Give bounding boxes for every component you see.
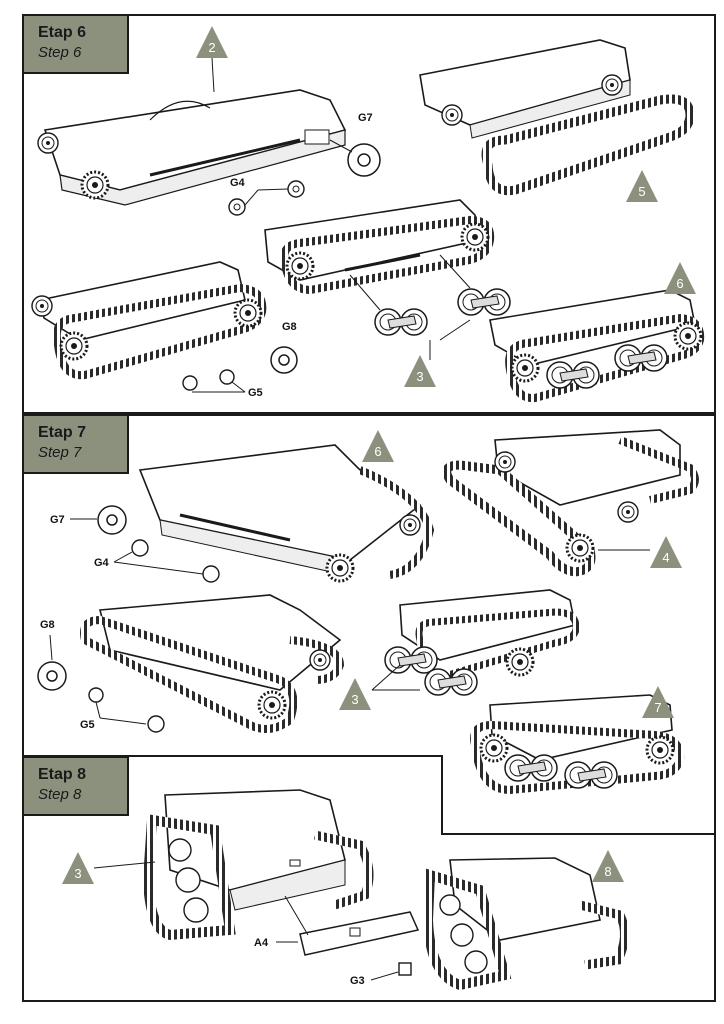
step6-loose-parts: G7 G4 xyxy=(228,112,381,216)
step8-parts: A4 G3 xyxy=(254,895,420,987)
step7-hull-center xyxy=(384,589,580,696)
svg-text:8: 8 xyxy=(604,864,611,879)
step6-bogies xyxy=(349,254,511,360)
step8-result xyxy=(422,857,629,991)
step7-hull-left-tracked: G8 G5 xyxy=(37,594,345,733)
ref-triangle-8: 8 xyxy=(592,850,624,882)
part-label-g7: G7 xyxy=(358,112,373,124)
step7-tag: Etap 7 Step 7 xyxy=(22,414,129,474)
step7-tracks-assembly xyxy=(442,429,699,577)
part-label-g8-step7: G8 xyxy=(40,619,55,631)
ref-triangle-3: 3 xyxy=(404,355,436,387)
ref-triangle-3-step7: 3 xyxy=(339,664,420,710)
svg-text:3: 3 xyxy=(351,692,358,707)
step7-hull-main: G7 G4 xyxy=(50,444,435,583)
step6-label-pl: Etap 6 xyxy=(38,24,87,41)
part-label-g5-step7: G5 xyxy=(80,719,95,731)
part-label-g7-step7: G7 xyxy=(50,514,65,526)
step8-tag: Etap 8 Step 8 xyxy=(22,756,129,816)
part-label-g3: G3 xyxy=(350,975,365,987)
ref-triangle-6-step7: 6 xyxy=(362,430,394,462)
step6-lower-loose-parts: G8 G5 xyxy=(182,321,298,399)
ref-triangle-3-step8: 3 xyxy=(62,852,156,884)
svg-text:3: 3 xyxy=(416,369,423,384)
step7-label-en: Step 7 xyxy=(38,444,82,461)
ref-triangle-6: 6 xyxy=(664,262,696,294)
svg-text:3: 3 xyxy=(74,866,81,881)
step6-hull-bare xyxy=(37,89,347,206)
step8-divider xyxy=(22,755,716,835)
part-label-g8: G8 xyxy=(282,321,297,333)
step6-hull-tracked xyxy=(264,199,495,295)
step6-tracks-assembly xyxy=(419,39,695,196)
part-label-g4: G4 xyxy=(230,177,246,189)
step6-result xyxy=(489,289,705,403)
ref-triangle-4: 4 xyxy=(598,536,682,568)
step8-label-pl: Etap 8 xyxy=(38,766,87,783)
ref-triangle-7: 7 xyxy=(642,686,674,718)
svg-text:4: 4 xyxy=(662,550,669,565)
svg-text:6: 6 xyxy=(374,444,381,459)
part-label-g5: G5 xyxy=(248,387,263,399)
part-label-g4-step7: G4 xyxy=(94,557,110,569)
svg-text:2: 2 xyxy=(208,40,215,55)
step8-label-en: Step 8 xyxy=(38,786,82,803)
step7-result xyxy=(470,694,685,795)
ref-triangle-5: 5 xyxy=(626,170,658,202)
svg-text:7: 7 xyxy=(654,700,661,715)
svg-text:6: 6 xyxy=(676,276,683,291)
step7-label-pl: Etap 7 xyxy=(38,424,87,441)
svg-text:5: 5 xyxy=(638,184,645,199)
step6-tag: Etap 6 Step 6 xyxy=(22,14,129,74)
step6-hull-left-tracked xyxy=(31,261,267,380)
step6-label-en: Step 6 xyxy=(38,44,82,61)
step8-hull-tracked xyxy=(142,789,374,941)
part-label-a4: A4 xyxy=(254,937,269,949)
ref-triangle-2: 2 xyxy=(196,26,228,93)
